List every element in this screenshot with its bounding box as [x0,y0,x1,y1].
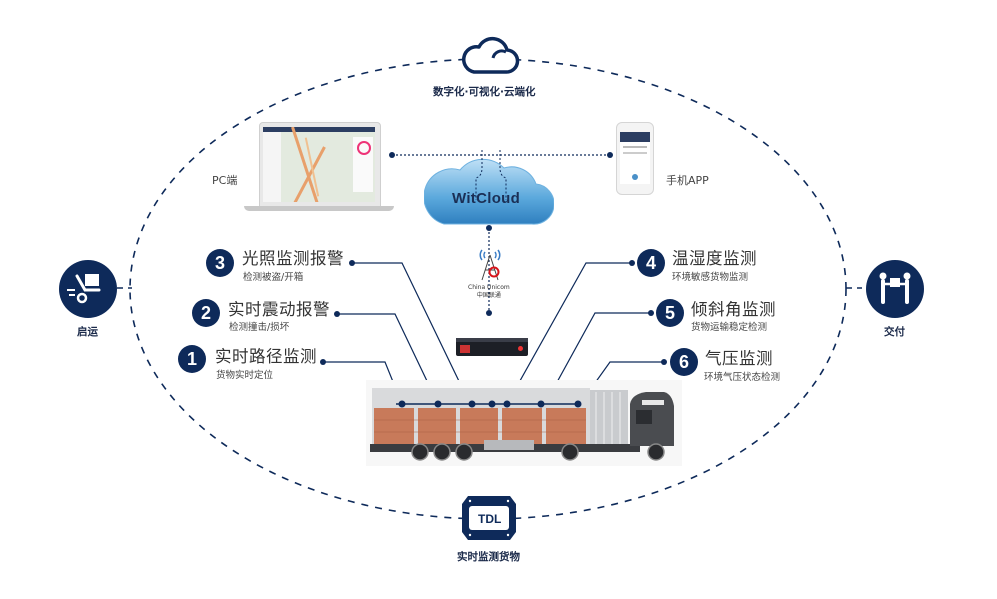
feature-5-title: 倾斜角监测 [691,300,776,319]
smartphone-app-icon [616,122,654,195]
start-stage-label: 启运 [77,326,98,338]
leader-line-2 [337,313,439,405]
feature-3-title: 光照监测报警 [242,249,344,268]
tdl-device-icon [462,496,516,540]
laptop-map-icon [244,122,394,214]
signal-tower-icon [479,249,501,281]
tdl-device-label: TDL [478,512,502,526]
handover-icon [866,260,924,318]
leader-line-3 [352,262,471,405]
leader-line-4 [506,262,632,405]
feature-2-title: 实时震动报警 [228,300,330,319]
feature-4-subtitle: 环境敏感货物监测 [672,272,749,283]
pc-label: PC端 [212,174,238,187]
carrier-name-en: China Unicom [468,284,510,291]
witcloud-icon [424,150,554,225]
feature-4-badge: 4 [637,249,665,277]
feature-3-subtitle: 检测被盗/开箱 [243,272,304,283]
cloud-link-dot [486,225,492,231]
deliver-stage-label: 交付 [884,326,905,338]
feature-1-subtitle: 货物实时定位 [216,370,274,381]
mobile-label: 手机APP [666,174,709,187]
feature-2-subtitle: 检测撞击/损坏 [229,322,290,333]
feature-6-badge: 6 [670,348,698,376]
leader-line-5 [544,312,651,405]
feature-3-badge: 3 [206,249,234,277]
feature-5-subtitle: 货物运输稳定检测 [691,322,768,333]
truck-icon [366,380,682,466]
feature-4-title: 温湿度监测 [672,249,757,268]
feature-1-badge: 1 [178,345,206,373]
feature-5-badge: 5 [656,299,684,327]
carrier-label: China Unicom 中国联通 [468,284,510,300]
gateway-device-icon [456,338,528,356]
witcloud-label: WitCloud [452,190,521,207]
gateway-link-dot [486,310,492,316]
hand-truck-icon [59,260,117,318]
feature-6-title: 气压监测 [705,349,773,368]
feature-6-subtitle: 环境气压状态检测 [704,372,781,383]
top-caption: 数字化·可视化·云端化 [433,86,536,98]
cloud-outline-icon [462,36,520,74]
pc-link-dot [389,152,395,158]
feature-2-badge: 2 [192,299,220,327]
carrier-name-cn: 中国联通 [476,292,501,299]
phone-link-dot [607,152,613,158]
feature-1-title: 实时路径监测 [215,347,317,366]
monitor-stage-label: 实时监测货物 [457,551,520,563]
